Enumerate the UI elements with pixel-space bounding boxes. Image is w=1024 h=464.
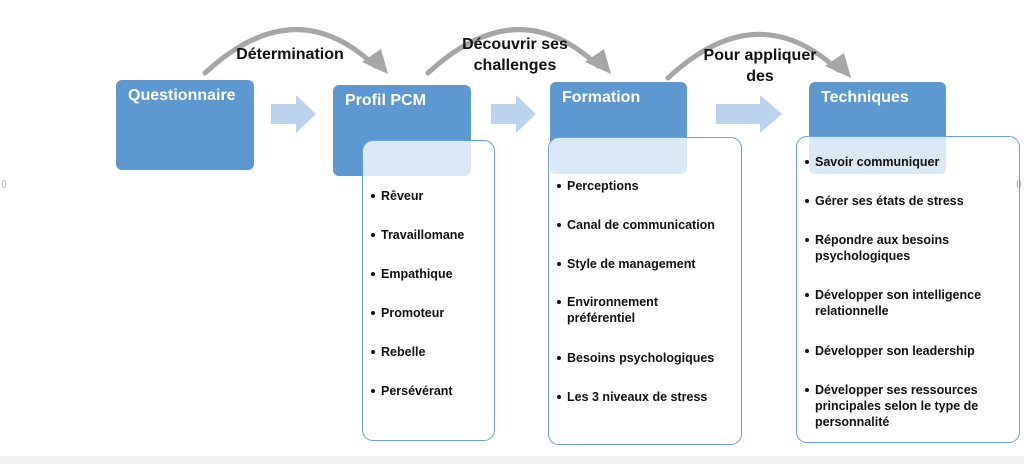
list-item: Travaillomane [371,227,464,243]
list-item: Environnement préférentiel [557,294,677,326]
stage-title: Questionnaire [128,87,236,104]
list-item: Développer son intelligence relationnell… [805,287,1015,319]
panel-techniques: Savoir communiquer Gérer ses états de st… [796,136,1020,443]
stage-title: Formation [562,89,641,106]
panel-formation: Perceptions Canal de communication Style… [548,137,742,445]
list-item: Style de management [557,256,737,272]
connector-label-appliquer: Pour appliquer des [703,47,817,85]
list-item: Besoins psychologiques [557,350,737,366]
list-item: Les 3 niveaux de stress [557,389,737,405]
stage-questionnaire: Questionnaire [116,80,254,170]
list-item: Promoteur [371,305,444,321]
selection-handle-left[interactable] [2,180,6,188]
curved-arrowhead-2 [585,49,611,74]
list-item: Rebelle [371,344,425,360]
list-item: Canal de communication [557,217,737,233]
bottom-band [0,456,1024,464]
list-item: Répondre aux besoins psychologiques [805,232,975,264]
list-item: Savoir communiquer [805,154,1015,170]
list-item: Rêveur [371,188,423,204]
list-item: Perceptions [557,178,737,194]
selection-handle-right[interactable] [1017,180,1021,188]
list-item: Gérer ses états de stress [805,193,1015,209]
list-item: Développer ses ressources principales se… [805,382,991,430]
block-arrow-2 [491,95,536,133]
block-arrow-1 [271,95,316,133]
curved-arrowhead-3 [825,53,851,78]
stage-title: Techniques [821,89,909,106]
list-item: Empathique [371,266,453,282]
curved-arrowhead-1 [362,49,388,74]
stage-title: Profil PCM [345,92,426,109]
panel-profil-pcm: Rêveur Travaillomane Empathique Promoteu… [362,140,495,441]
curved-arrow-1 [202,27,378,76]
connector-label-determination: Détermination [236,46,344,63]
connector-label-challenges: Découvrir ses challenges [462,36,568,74]
block-arrow-3 [716,95,782,133]
list-item: Persévérant [371,383,453,399]
curved-arrow-3 [665,31,841,81]
list-item: Développer son leadership [805,343,1015,359]
curved-arrow-2 [425,27,601,76]
